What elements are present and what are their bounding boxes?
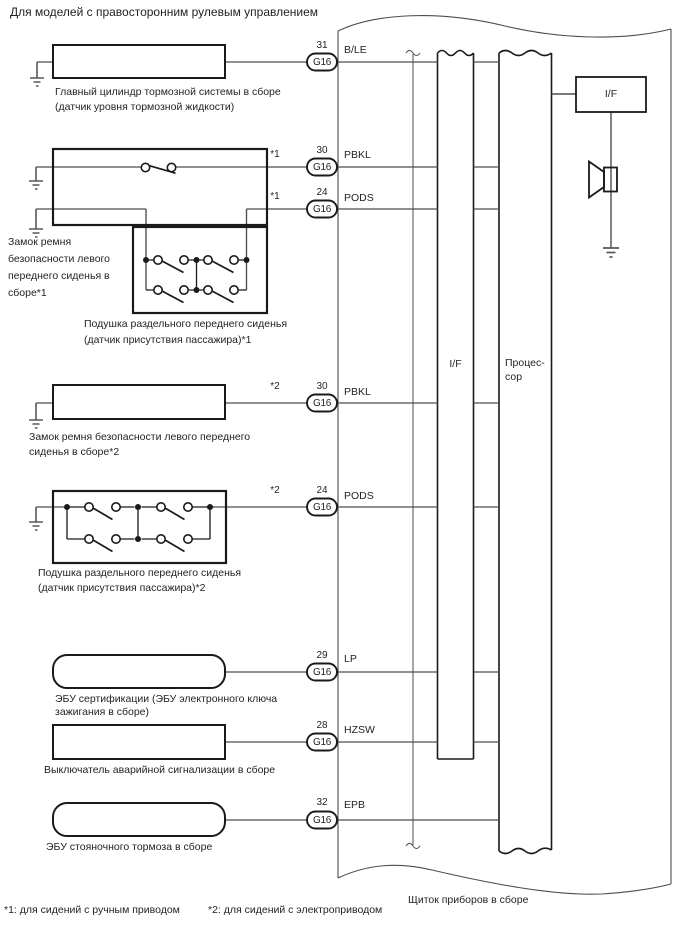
footnote-1: *1: для сидений с ручным приводом: [4, 904, 180, 916]
pin-number-32: 32: [316, 797, 328, 808]
instrument-panel-outline: [337, 15, 672, 895]
connector-oval-pin29: [306, 662, 338, 682]
pin-number-31: 31: [316, 40, 328, 51]
pin-number-28: 28: [316, 720, 328, 731]
signal-label-ble: B/LE: [344, 44, 367, 56]
connector-code-row5: G16: [312, 502, 331, 513]
master-cylinder-box: [52, 44, 226, 79]
interface-column-torn-top: [436, 49, 475, 57]
connector-code-row4: G16: [312, 398, 331, 409]
hazard-switch-label: Выключатель аварийной сигнализации в сбо…: [44, 764, 276, 776]
connector-oval-pin28: [306, 732, 338, 752]
pin-number-24-1: 24: [316, 187, 328, 198]
belt-buckle-1-box: [51, 147, 269, 227]
belt-buckle-1-label-line1: Замок ремня: [8, 236, 72, 248]
wire-pods-1: [36, 208, 499, 290]
ground-icon-belt-buckle-1: [29, 167, 43, 190]
qualifier-pods-1: *1: [270, 191, 280, 202]
signal-label-hzsw: HZSW: [344, 724, 375, 736]
qualifier-pbkl-1: *1: [270, 149, 280, 160]
hazard-switch-box: [52, 724, 226, 760]
speaker-icon: [588, 159, 618, 200]
parking-brake-ecu-label: ЭБУ стояночного тормоза в сборе: [46, 841, 213, 853]
connector-oval-pin24-2: [306, 497, 338, 517]
belt-buckle-2-label-line2: сиденья в сборе*2: [29, 446, 120, 458]
certification-ecu-label-line2: зажигания в сборе): [55, 706, 150, 718]
signal-label-pbkl-1: PBKL: [344, 149, 371, 161]
seat-cushion-2-label-line2: (датчик присутствия пассажира)*2: [38, 582, 206, 594]
belt-buckle-1-label-line3: переднего сиденья в: [8, 270, 110, 282]
belt-buckle-1-label-line2: безопасности левого: [8, 253, 111, 265]
seat-cushion-2-sensor-matrix-icon: [64, 501, 214, 553]
connector-oval-pin24-1: [306, 199, 338, 219]
processor-torn-bottom: [498, 847, 552, 855]
seat-cushion-2-label-line1: Подушка раздельного переднего сиденья: [38, 567, 242, 579]
belt-buckle-1-label-line4: сборе*1: [8, 287, 47, 299]
ground-icon-belt-buckle-2: [29, 403, 43, 429]
signal-label-pods-1: PODS: [344, 192, 374, 204]
processor-label-line1: Процес-: [505, 357, 545, 369]
master-cylinder-label-line2: (датчик уровня тормозной жидкости): [55, 101, 235, 113]
connector-oval-pin30-2: [306, 393, 338, 413]
signal-label-pods-2: PODS: [344, 490, 374, 502]
connector-ovals: [306, 52, 338, 830]
seat-cushion-1-sensor-matrix-icon: [143, 255, 250, 304]
pin-number-29: 29: [316, 650, 328, 661]
ground-icon-master-cylinder: [30, 62, 44, 87]
master-cylinder-label-line1: Главный цилиндр тормозной системы в сбор…: [55, 86, 281, 98]
processor-label-line2: сор: [505, 371, 523, 383]
seat-cushion-1-label-line1: Подушка раздельного переднего сиденья: [84, 318, 288, 330]
parking-brake-ecu-box: [52, 802, 226, 837]
belt-buckle-2-box: [52, 384, 226, 420]
pin-number-30-2: 30: [316, 381, 328, 392]
connector-code-row7: G16: [312, 737, 331, 748]
audio-interface-label: I/F: [604, 88, 618, 100]
connector-code-row6: G16: [312, 667, 331, 678]
speaker-ground-icon: [603, 247, 619, 258]
connector-code-row1: G16: [312, 57, 331, 68]
audio-interface-block: [551, 93, 612, 248]
qualifier-pods-2: *2: [270, 485, 280, 496]
shield-bus-line: [405, 50, 421, 849]
seat-cushion-1-box: [131, 225, 269, 315]
belt-buckle-1-switch-icon: [140, 162, 177, 174]
footnote-2: *2: для сидений с электроприводом: [208, 904, 383, 916]
panel-bottom-torn-edge: [337, 864, 672, 895]
bus-bottom-tilde: [405, 843, 421, 849]
processor-torn-top: [498, 49, 552, 57]
seat-cushion-2-box: [51, 489, 228, 565]
wires: [36, 61, 499, 821]
pin-number-30-1: 30: [316, 145, 328, 156]
page-title: Для моделей с правосторонним рулевым упр…: [10, 5, 319, 19]
signal-label-pbkl-2: PBKL: [344, 386, 371, 398]
interface-column-box: [436, 49, 475, 760]
interface-column-label: I/F: [449, 358, 462, 370]
pin-number-24-2: 24: [316, 485, 328, 496]
certification-ecu-box: [52, 654, 226, 689]
processor-box: [498, 49, 553, 855]
certification-ecu-label-line1: ЭБУ сертификации (ЭБУ электронного ключа: [55, 693, 278, 705]
ground-icon-seat-cushion-1: [29, 209, 43, 238]
connector-code-row8: G16: [312, 815, 331, 826]
connector-oval-pin32: [306, 810, 338, 830]
ground-icon-seat-cushion-2: [29, 507, 43, 531]
signal-label-epb: EPB: [344, 799, 366, 811]
connector-code-row3: G16: [312, 204, 331, 215]
signal-label-lp: LP: [344, 653, 357, 665]
connector-code-row2: G16: [312, 162, 331, 173]
connector-oval-pin30-1: [306, 157, 338, 177]
panel-top-torn-edge: [337, 15, 672, 38]
belt-buckle-2-label-line1: Замок ремня безопасности левого переднег…: [29, 431, 251, 443]
connector-oval-pin31: [306, 52, 338, 72]
instrument-panel-label: Щиток приборов в сборе: [408, 894, 529, 906]
bus-top-tilde: [405, 50, 421, 56]
audio-interface-box: [575, 76, 647, 113]
seat-cushion-1-label-line2: (датчик присутствия пассажира)*1: [84, 334, 252, 346]
qualifier-pbkl-2: *2: [270, 381, 280, 392]
